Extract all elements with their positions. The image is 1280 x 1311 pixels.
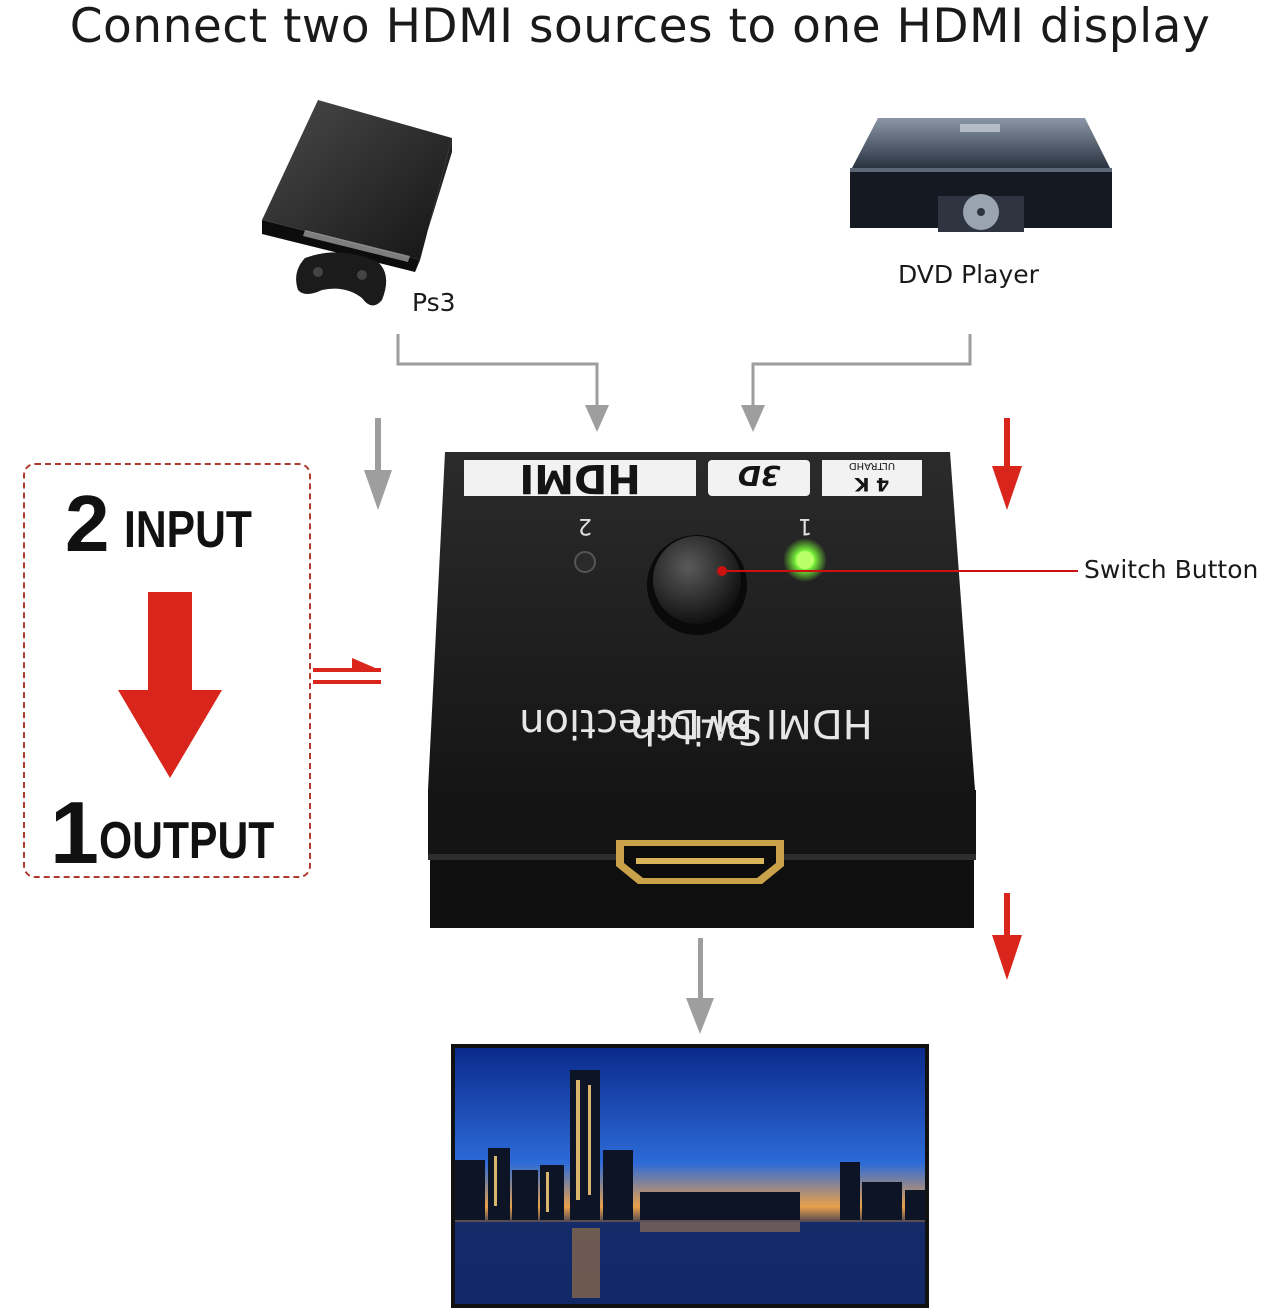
3d-logo-text: 3D — [738, 459, 781, 492]
ps3-arrow-head — [585, 405, 609, 432]
switch-button-label: Switch Button — [1084, 555, 1259, 584]
port-2-label: 2 — [578, 513, 592, 538]
output-count: 1OUTPUT — [50, 784, 313, 882]
game-console-icon — [262, 100, 452, 306]
ultrahd-text: ULTRAHD — [849, 460, 896, 471]
tv-display-icon — [451, 1044, 929, 1308]
led-1-icon — [796, 551, 814, 569]
hdmi-logo-text: HDMI — [519, 455, 640, 501]
io-direction-box — [23, 463, 311, 878]
3d-logo: 3D — [708, 459, 810, 496]
dvd-connector-line — [751, 334, 972, 412]
direction-red-arrow — [118, 592, 222, 778]
port-1-label: 1 — [798, 513, 812, 538]
output-word: OUTPUT — [98, 812, 275, 870]
4k-text: 4 K — [853, 473, 889, 495]
input-word: INPUT — [123, 501, 252, 559]
hdmi-logo: HDMI — [464, 455, 696, 501]
device-name-line2: Switch — [630, 706, 762, 752]
4k-badge: ULTRAHD 4 K — [822, 460, 922, 496]
ps3-connector-line — [396, 334, 599, 412]
dvd-player-icon — [850, 118, 1112, 232]
page-title: Connect two HDMI sources to one HDMI dis… — [69, 0, 1211, 54]
ps3-label: Ps3 — [412, 288, 456, 317]
input-number: 2 — [65, 479, 110, 568]
dvd-player-label: DVD Player — [898, 260, 1039, 289]
switch-button-callout — [717, 566, 1078, 576]
controller-icon — [296, 252, 387, 306]
led-2-icon — [574, 551, 596, 573]
dvd-arrow-head — [741, 405, 765, 432]
switch-button-icon[interactable] — [653, 536, 741, 624]
input-red-arrow — [992, 418, 1022, 510]
output-number: 1 — [50, 783, 99, 882]
hdmi-switch-device: HDMI 3D ULTRAHD 4 K 2 1 HDMI Bi-Directio… — [428, 452, 976, 928]
input-gray-arrow — [364, 418, 392, 510]
output-gray-arrow — [686, 938, 714, 1034]
hdmi-port-icon — [616, 840, 784, 884]
output-red-arrow — [992, 893, 1022, 980]
box-pointer-arrow — [313, 658, 381, 684]
device-name-line1: HDMI Bi-Direction — [519, 700, 873, 746]
